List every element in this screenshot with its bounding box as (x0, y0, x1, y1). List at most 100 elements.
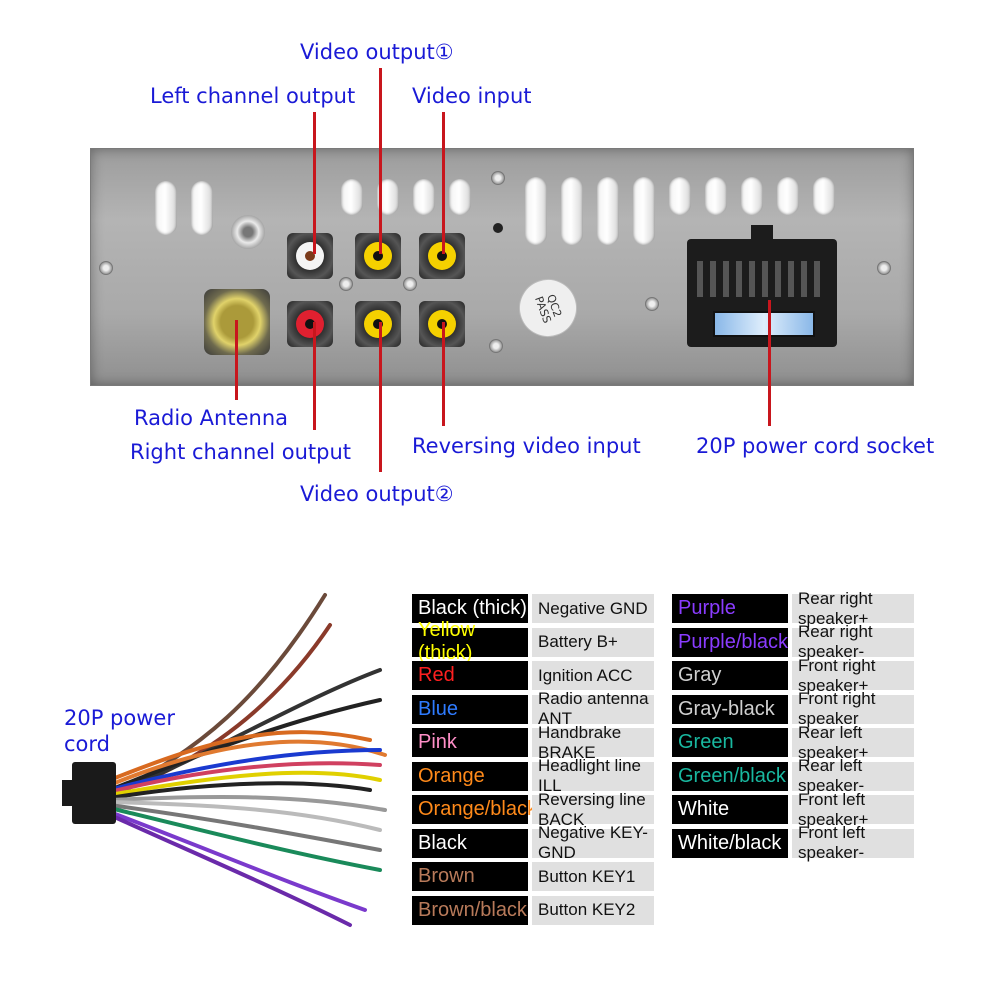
screw (645, 297, 659, 311)
wire-color-name: Red (412, 661, 528, 690)
wire-function: Radio antenna ANT (532, 689, 654, 728)
leader-video-output-1 (379, 68, 382, 254)
power-cord-socket (687, 225, 837, 347)
label-power-cord-line2: cord (64, 732, 110, 756)
wire-function: Button KEY1 (532, 862, 654, 891)
vent-slot (525, 177, 547, 245)
screw (877, 261, 891, 275)
screw (403, 277, 417, 291)
vent-slot (669, 177, 691, 215)
leader-power-cord-socket (768, 300, 771, 426)
label-radio-antenna: Radio Antenna (134, 406, 289, 430)
wire-function: Front left speaker- (792, 823, 914, 862)
wire-function: Rear left speaker- (792, 756, 914, 795)
wire-color-name: Green/black (672, 761, 788, 791)
wire-color-name: Green (672, 728, 788, 757)
wire-color-name: Black (412, 828, 528, 858)
label-reversing-video-input: Reversing video input (412, 434, 641, 458)
leader-video-input (442, 112, 445, 254)
vent-slot (191, 181, 213, 235)
vent-slot (597, 177, 619, 245)
wire-function: Front right speaker (792, 689, 914, 728)
wire-color-name: Brown/black (412, 895, 528, 925)
wire-function: Front right speaker+ (792, 656, 914, 695)
wire-function: Rear left speaker+ (792, 723, 914, 762)
wire-function: Reversing line BACK (532, 790, 654, 829)
label-power-cord-socket: 20P power cord socket (696, 434, 935, 458)
wire-color-name: Black (thick) (412, 594, 528, 623)
wire-function: Negative GND (532, 594, 654, 623)
vent-slot (633, 177, 655, 245)
wire-color-name: Purple (672, 594, 788, 623)
label-video-input: Video input (412, 84, 532, 108)
vent-slot (777, 177, 799, 215)
label-video-output-2: Video output② (300, 482, 454, 506)
screw (99, 261, 113, 275)
wire-function: Button KEY2 (532, 895, 654, 925)
hole (493, 223, 503, 233)
vent-slot (561, 177, 583, 245)
right-channel-output-jack (287, 301, 333, 347)
video-output-2-jack (355, 301, 401, 347)
leader-right-channel-output (313, 322, 316, 430)
wire-function: Battery B+ (532, 627, 654, 657)
wire-function: Rear right speaker- (792, 622, 914, 661)
qc-pass-sticker: QC2 PASS (510, 270, 586, 346)
wire-color-name: Blue (412, 694, 528, 724)
wire-function: Headlight line ILL (532, 756, 654, 795)
leader-video-output-2 (379, 322, 382, 472)
wiring-table-row: Yellow (thick)Battery B+ (412, 619, 654, 664)
rear-panel: QC2 PASS (90, 148, 914, 386)
wire-color-name: White/black (672, 828, 788, 858)
vent-slot (741, 177, 763, 215)
wire-color-name: Pink (412, 728, 528, 757)
antenna-connector-small (231, 215, 265, 249)
wire-function: Ignition ACC (532, 661, 654, 690)
vent-slot (341, 179, 363, 215)
screw (489, 339, 503, 353)
wiring-harness-illustration (62, 593, 387, 927)
label-right-channel-output: Right channel output (130, 440, 352, 464)
vent-slot (155, 181, 177, 235)
screw (339, 277, 353, 291)
wire-color-name: Brown (412, 862, 528, 891)
vent-slot (413, 179, 435, 215)
wire-color-name: White (672, 795, 788, 824)
wiring-table-row: Black (thick)Negative GND (412, 594, 654, 623)
wire-color-name: Orange/black (412, 795, 537, 824)
label-power-cord-line1: 20P power (64, 706, 175, 730)
wire-function: Front left speaker+ (792, 790, 914, 829)
label-video-output-1: Video output① (300, 40, 454, 64)
screw (491, 171, 505, 185)
wire-color-name: Gray-black (672, 694, 788, 724)
harness-connector (72, 762, 116, 824)
wire-function: Handbrake BRAKE (532, 723, 654, 762)
wire-function: Rear right speaker+ (792, 589, 914, 628)
socket-pins (697, 261, 827, 297)
label-left-channel-output: Left channel output (150, 84, 356, 108)
wire-color-name: Orange (412, 761, 528, 791)
vent-slot (705, 177, 727, 215)
leader-reversing-video-input (442, 322, 445, 426)
wire-function: Negative KEY-GND (532, 823, 654, 862)
video-output-1-jack (355, 233, 401, 279)
wire-color-name: Purple/black (672, 627, 788, 657)
vent-slot (377, 179, 399, 215)
vent-slot (813, 177, 835, 215)
